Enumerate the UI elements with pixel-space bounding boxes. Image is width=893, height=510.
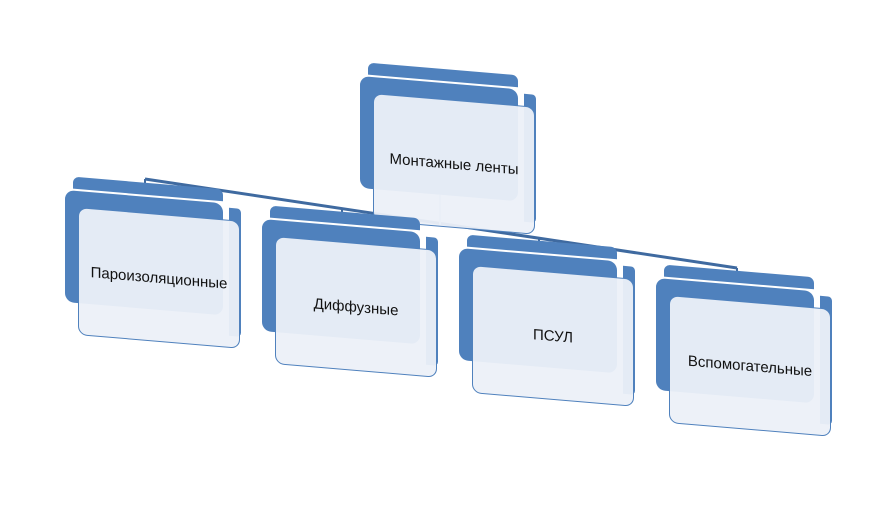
node-label: Пароизоляционные: [90, 263, 228, 293]
node-label: ПСУЛ: [533, 325, 573, 347]
node-child-2[interactable]: Диффузные: [262, 205, 440, 382]
node-label: Вспомогательные: [687, 352, 813, 380]
node-child-3[interactable]: ПСУЛ: [459, 234, 637, 411]
node-front: Пароизоляционные: [78, 207, 240, 349]
node-label: Монтажные ленты: [389, 149, 519, 178]
node-front: Вспомогательные: [669, 295, 831, 437]
node-front: ПСУЛ: [472, 265, 634, 407]
node-label: Диффузные: [313, 294, 399, 319]
node-front: Монтажные ленты: [373, 93, 535, 235]
node-root[interactable]: Монтажные ленты: [360, 62, 538, 239]
node-child-1[interactable]: Пароизоляционные: [65, 176, 243, 353]
node-front: Диффузные: [275, 236, 437, 378]
node-child-4[interactable]: Вспомогательные: [656, 264, 834, 441]
